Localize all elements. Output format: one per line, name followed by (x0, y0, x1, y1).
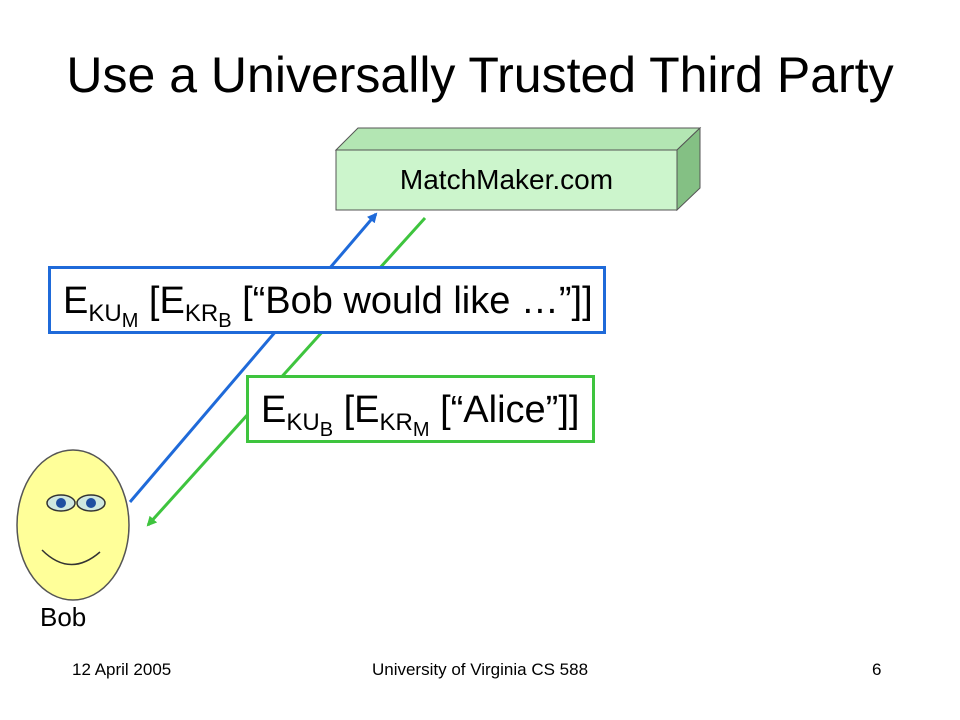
footer-date: 12 April 2005 (72, 660, 172, 679)
arrow-bob-to-server (128, 212, 378, 503)
msg-2-inner-key: KRM (379, 409, 430, 441)
arrow-server-to-bob (146, 216, 427, 527)
server-box (334, 126, 702, 212)
msg-2-e: E (261, 389, 287, 431)
left-pupil-icon (56, 498, 66, 508)
message-server-to-bob: EKUB [EKRM [“Alice”]] (246, 375, 595, 443)
slide-title: Use a Universally Trusted Third Party (66, 47, 894, 103)
bob-face (16, 449, 130, 601)
msg-2-open: [E (333, 389, 380, 431)
person-label: Bob (40, 602, 87, 632)
smile-icon (41, 549, 101, 566)
footer-page-number: 6 (872, 660, 882, 679)
msg-1-open: [E (138, 280, 185, 322)
face-head (16, 449, 130, 601)
msg-1-inner-key: KRB (184, 300, 232, 332)
server-box-top (334, 127, 702, 151)
msg-1-outer-key: KUM (88, 300, 139, 332)
server-box-front (335, 149, 678, 211)
msg-2-outer-key: KUB (286, 409, 334, 441)
msg-1-payload: [“Bob would like …”]] (231, 280, 593, 322)
server-label: MatchMaker.com (399, 164, 614, 195)
message-bob-to-server: EKUM [EKRB [“Bob would like …”]] (48, 266, 606, 334)
msg-1-e: E (63, 280, 89, 322)
footer-course: University of Virginia CS 588 (371, 660, 589, 679)
right-pupil-icon (86, 498, 96, 508)
msg-2-payload: [“Alice”]] (429, 389, 580, 431)
